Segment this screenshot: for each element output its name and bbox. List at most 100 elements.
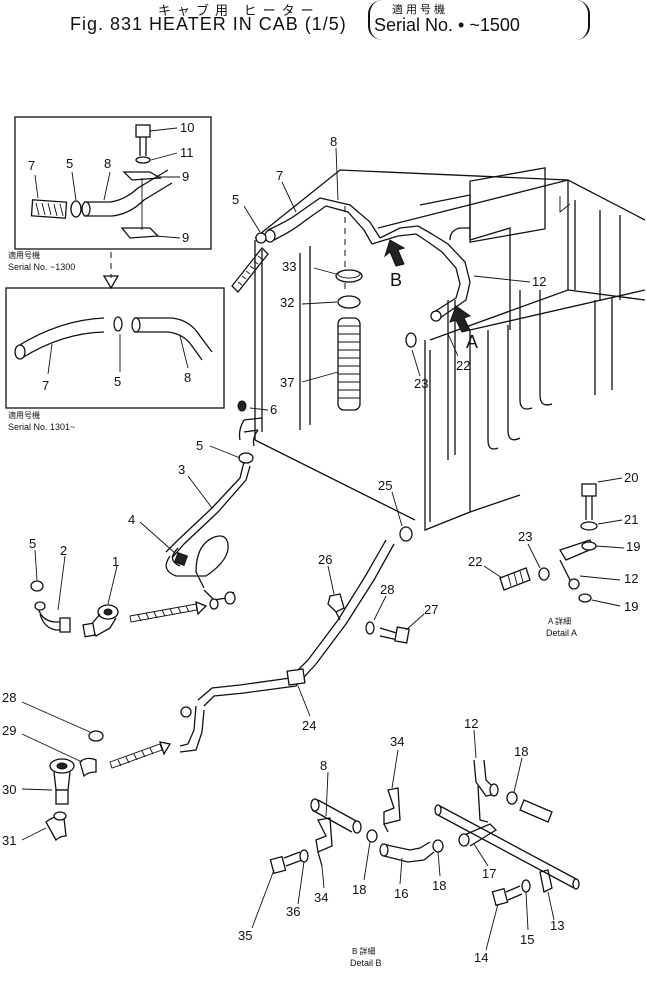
bolt-20-detail (581, 483, 597, 520)
callout-35: 35 (238, 928, 252, 943)
callout-18-right-low: 18 (432, 878, 446, 893)
callout-22-main: 22 (456, 358, 470, 373)
callout-1: 1 (112, 554, 119, 569)
pipe-17 (434, 804, 580, 890)
callout-18-right-top: 18 (514, 744, 528, 759)
inset-old-label-serial: Serial No. ~1300 (8, 262, 75, 272)
callout-6: 6 (270, 402, 277, 417)
callout-5-main-top: 5 (232, 192, 239, 207)
callout-34-bottom: 34 (314, 890, 328, 905)
callout-26: 26 (318, 552, 332, 567)
callout-9-old-bottom: 9 (182, 230, 189, 245)
bolt-27 (379, 626, 410, 644)
callout-33: 33 (282, 259, 296, 274)
tube-8-detail (310, 798, 362, 834)
callout-17: 17 (482, 866, 496, 881)
clamp-5-main (255, 232, 267, 244)
clamp-33 (335, 269, 363, 283)
washer-21-detail (580, 521, 598, 531)
callout-23-main: 23 (414, 376, 428, 391)
sleeve-b (519, 799, 553, 823)
hose-16 (379, 841, 435, 863)
elbow-31 (45, 811, 67, 842)
callout-34-top: 34 (390, 734, 404, 749)
callout-12-main: 12 (532, 274, 546, 289)
applicability-japanese: 適用号機 (392, 4, 448, 16)
callout-16: 16 (394, 886, 408, 901)
washer-36 (299, 849, 309, 863)
hose-7-new (14, 317, 105, 360)
detail-b-label-jp: B 詳細 (352, 946, 376, 956)
tube-8-new (131, 317, 213, 361)
fitting-end-hose (203, 589, 236, 610)
callout-3: 3 (178, 462, 185, 477)
callout-25: 25 (378, 478, 392, 493)
callout-8-old: 8 (104, 156, 111, 171)
hose-7-main (264, 197, 327, 243)
washer-11-old (135, 156, 151, 164)
view-arrow-b-icon (384, 239, 406, 267)
callout-5-low: 5 (29, 536, 36, 551)
callout-28-top: 28 (380, 582, 394, 597)
clamp-5-new (113, 316, 123, 332)
clip-18-right-top (506, 791, 518, 805)
valve-1 (82, 604, 119, 638)
callout-12-b: 12 (464, 716, 478, 731)
callout-24: 24 (302, 718, 316, 733)
clip-18-left (366, 829, 378, 843)
clip-26 (327, 593, 345, 621)
valve-30 (49, 758, 75, 805)
cab-frame (254, 167, 646, 531)
detail-b-assembly: 8 34 34 18 16 18 17 12 18 13 15 14 35 36 (238, 716, 580, 965)
callout-18-left: 18 (352, 882, 366, 897)
sleeve-22-detail (499, 567, 531, 591)
bracket-34-left (315, 817, 333, 867)
detail-a-label: Detail A (546, 628, 577, 638)
washer-28-top (365, 621, 375, 635)
callout-10-old: 10 (180, 120, 194, 135)
figure-title: Fig. 831 HEATER IN CAB (1/5) (70, 14, 347, 34)
washer-15 (521, 879, 531, 893)
callout-19-top: 19 (626, 539, 640, 554)
clip-13 (539, 869, 553, 893)
callout-7-main: 7 (276, 168, 283, 183)
clamp-5-old (70, 200, 82, 218)
bracket-34-right (383, 787, 401, 833)
callout-9-old-top: 9 (182, 169, 189, 184)
tube-12-main (427, 233, 471, 322)
callout-20: 20 (624, 470, 638, 485)
callout-30: 30 (2, 782, 16, 797)
elbow-end-hose24 (179, 705, 205, 753)
figure-title-japanese: キャブ用 ヒーター (158, 3, 320, 18)
callout-27: 27 (424, 602, 438, 617)
striped-duct-icon (231, 247, 269, 293)
view-arrow-a-icon (449, 305, 472, 333)
tube-8-old (81, 169, 173, 217)
bracket-9-old (120, 171, 163, 239)
tube-8-main (319, 197, 433, 245)
view-marker-a: A (466, 332, 478, 352)
elbow-6 (237, 400, 263, 447)
callout-29: 29 (2, 723, 16, 738)
bellows-hose-37 (337, 317, 361, 411)
inset-new-label-serial: Serial No. 1301~ (8, 422, 75, 432)
callout-15: 15 (520, 932, 534, 947)
callout-13: 13 (550, 918, 564, 933)
inset-new-label-jp: 適用号機 (8, 410, 40, 420)
bolt-14 (491, 885, 523, 907)
clamp-5-mid (238, 452, 254, 464)
callout-36: 36 (286, 904, 300, 919)
callout-7-new: 7 (42, 378, 49, 393)
callout-21: 21 (624, 512, 638, 527)
down-arrow-icon (102, 252, 120, 290)
detail-a-assembly: 20 21 19 12 19 23 22 (468, 470, 640, 614)
callout-5-mid: 5 (196, 438, 203, 453)
callout-8-detail: 8 (320, 758, 327, 773)
callout-32: 32 (280, 295, 294, 310)
callout-31: 31 (2, 833, 16, 848)
serial-bracket (368, 0, 590, 40)
direction-arrow-icon (129, 600, 208, 623)
elbow-29 (79, 757, 97, 778)
grommet-25 (399, 526, 413, 542)
